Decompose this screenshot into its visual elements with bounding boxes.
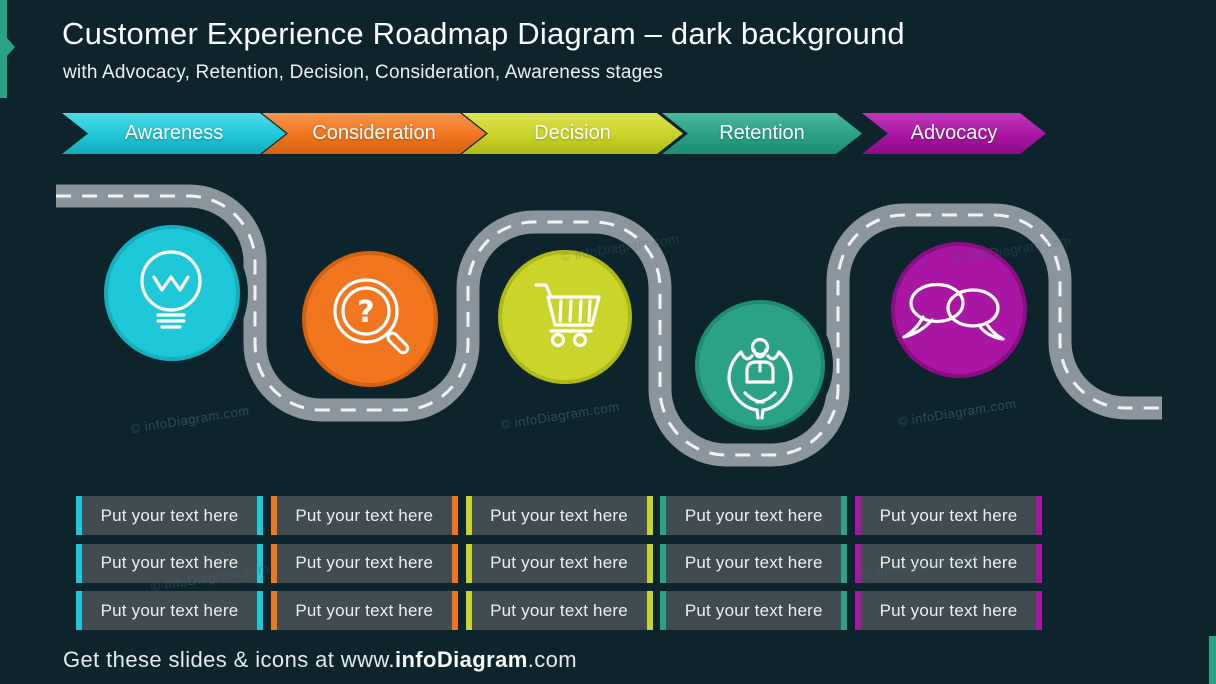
stage-label: Awareness (124, 122, 224, 144)
placeholder-text: Put your text here (879, 600, 1018, 620)
watermark: © infoDiagram.com (129, 402, 251, 437)
placeholder-text: Put your text here (295, 553, 434, 572)
placeholder-box-retention: Put your text here (660, 543, 848, 583)
placeholder-text: Put your text here (684, 505, 823, 525)
footer-text: Get these slides & icons at www.infoDiag… (63, 647, 577, 673)
stage-circle-retention (695, 300, 825, 430)
right-hand (754, 348, 793, 420)
page-title: Customer Experience Roadmap Diagram – da… (62, 16, 905, 51)
svg-text:?: ? (357, 295, 374, 330)
placeholder-text: Put your text here (295, 505, 434, 525)
stage-circle-awareness (104, 225, 240, 361)
stage-circle-consideration (302, 251, 438, 387)
placeholder-box-awareness: Put your text here (76, 543, 263, 583)
care-hands-icon (727, 337, 793, 420)
placeholder-row: Put your text here Put your text here Put … (76, 591, 1042, 630)
stage-label: Retention (719, 122, 805, 144)
stage-chevron-retention: Retention (662, 113, 862, 154)
placeholder-text: Put your text here (684, 553, 823, 572)
placeholder-box-consideration: Put your text here (270, 496, 458, 535)
stage-circle-halos (96, 217, 1035, 438)
footer-prefix: Get these slides & icons at www. (63, 647, 395, 672)
placeholder-text: Put your text here (295, 600, 434, 620)
watermark: © infoDiagram.com (499, 398, 621, 433)
shopping-cart-icon (534, 283, 601, 348)
search-question-icon: ? (333, 278, 410, 355)
placeholder-text: Put your text here (100, 505, 239, 525)
placeholder-box-advocacy: Put your text here (855, 543, 1042, 583)
watermark: © infoDiagram.com (896, 395, 1018, 430)
placeholder-box-decision: Put your text here (465, 543, 653, 583)
placeholder-text: Put your text here (879, 553, 1018, 572)
placeholder-box-consideration: Put your text here (270, 591, 458, 630)
placeholder-text: Put your text here (490, 553, 628, 572)
road-centerline (56, 194, 1162, 457)
footer-suffix: .com (527, 647, 577, 672)
placeholder-box-decision: Put your text here (465, 591, 653, 630)
placeholder-row: Put your text here Put your text here Put … (76, 496, 1042, 535)
stage-chevron-awareness: Awareness (62, 113, 286, 154)
placeholder-box-retention: Put your text here (660, 591, 848, 630)
stage-banner: Awareness Consideration Decision Retention A… (0, 113, 1216, 154)
placeholder-text: Put your text here (490, 505, 628, 525)
placeholder-box-decision: Put your text here (465, 496, 653, 535)
watermark: © infoDiagram.com (559, 230, 681, 265)
placeholder-box-awareness: Put your text here (76, 496, 263, 535)
stage-circle-decision (498, 250, 632, 384)
placeholder-text: Put your text here (490, 600, 628, 620)
stage-label: Consideration (312, 122, 436, 144)
stage-chevron-consideration: Consideration (262, 113, 486, 154)
placeholder-text: Put your text here (100, 553, 239, 572)
right-ribbon-decoration (1209, 636, 1216, 684)
stage-label: Decision (534, 122, 611, 144)
stage-label: Advocacy (910, 122, 998, 144)
left-hand (727, 348, 766, 420)
chat-bubbles-icon (902, 282, 1005, 341)
placeholder-box-awareness: Put your text here (76, 591, 263, 630)
stage-circle-advocacy (891, 242, 1027, 378)
placeholder-box-consideration: Put your text here (270, 543, 458, 583)
left-ribbon-decoration (0, 0, 15, 98)
placeholder-text: Put your text here (684, 600, 823, 620)
placeholder-box-advocacy: Put your text here (855, 496, 1042, 535)
placeholder-text: Put your text here (100, 600, 239, 620)
road-path (56, 184, 1162, 467)
footer-brand: infoDiagram (394, 647, 528, 672)
page-subtitle: with Advocacy, Retention, Decision, Cons… (63, 62, 663, 83)
placeholder-box-advocacy: Put your text here (855, 591, 1042, 630)
placeholder-box-retention: Put your text here (660, 496, 848, 535)
stage-chevron-decision: Decision (462, 113, 683, 154)
stage-chevron-advocacy: Advocacy (862, 113, 1046, 154)
placeholder-text: Put your text here (879, 505, 1018, 525)
placeholder-row: Put your text here Put your text here Put … (76, 543, 1042, 583)
lightbulb-icon (140, 250, 202, 329)
watermark: © infoDiagram.com (951, 232, 1073, 267)
